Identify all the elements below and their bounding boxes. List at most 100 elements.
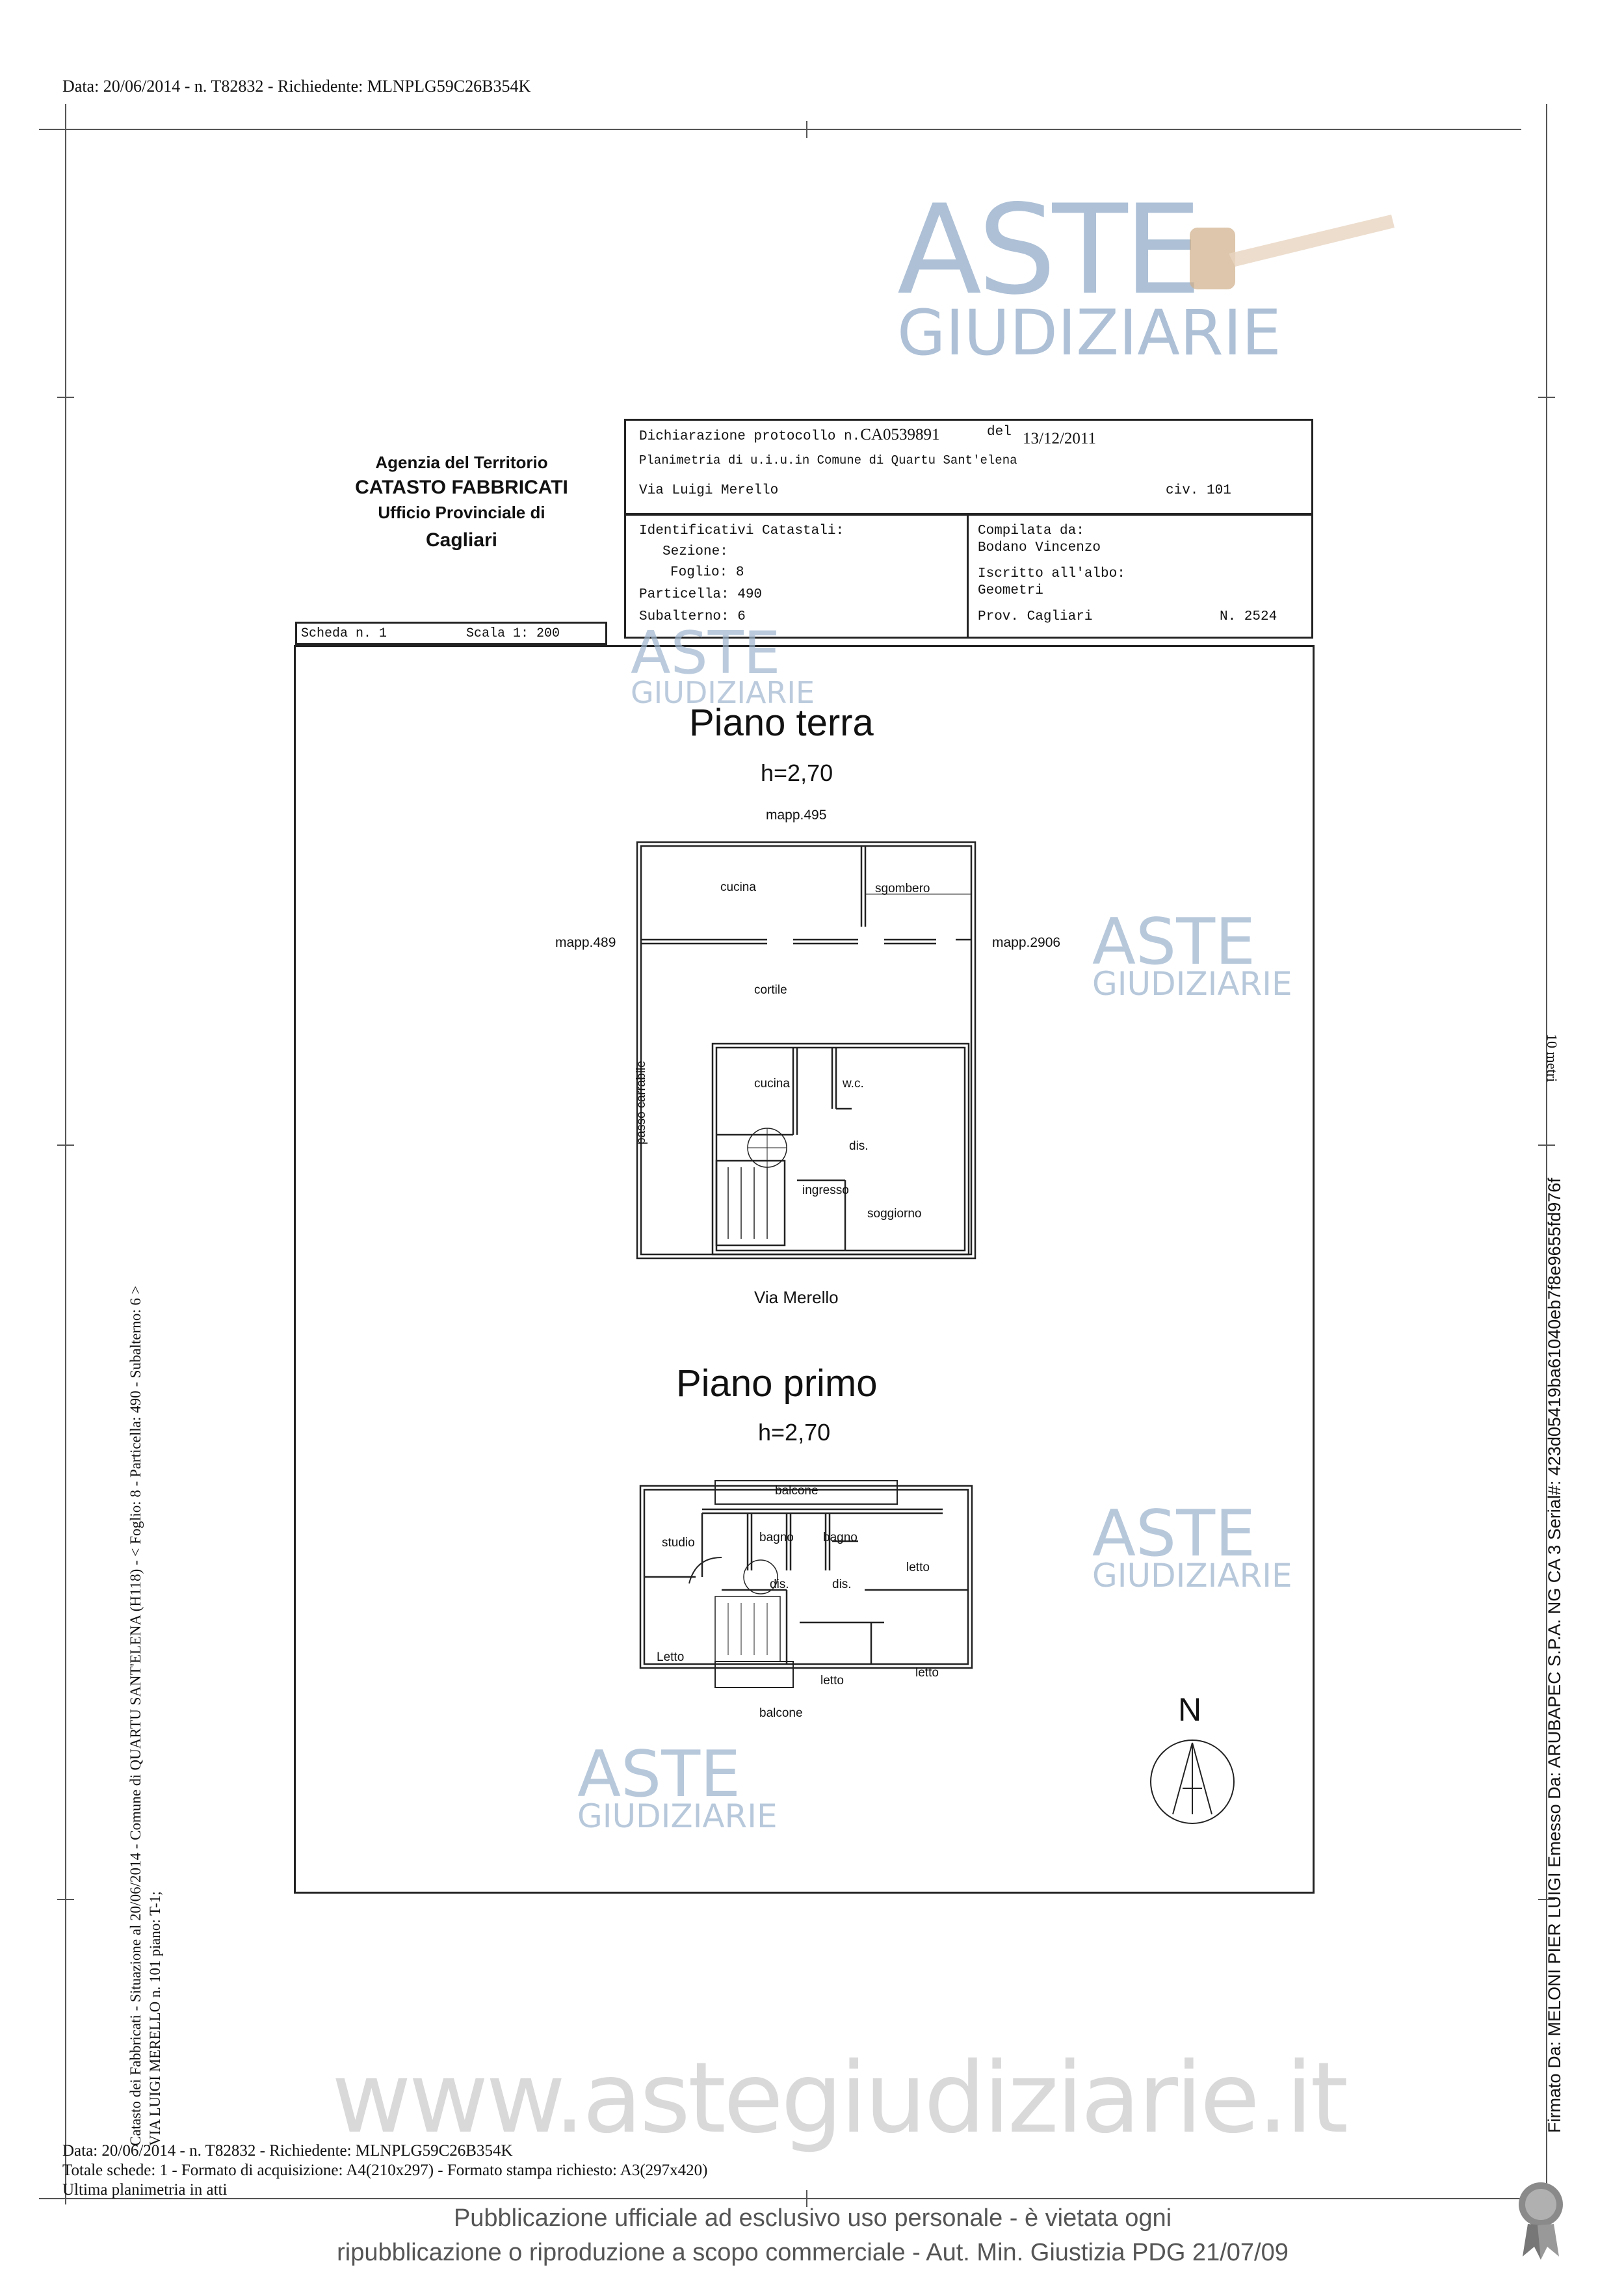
identifiers-box: Identificativi Catastali: Sezione: Fogli… (624, 514, 969, 639)
tick (806, 121, 807, 138)
publication-notice: Pubblicazione ufficiale ad esclusivo uso… (260, 2204, 1365, 2267)
compiled-by-label: Compilata da: (978, 523, 1084, 538)
room-letto-right-2: letto (915, 1666, 939, 1680)
tick (1538, 1144, 1555, 1146)
office-label: Ufficio Provinciale di (378, 503, 545, 522)
watermark-aste: ASTE (897, 178, 1202, 322)
watermark-aste: ASTE (577, 1738, 741, 1812)
office-city: Cagliari (425, 529, 498, 551)
watermark-aste: ASTE (1092, 905, 1256, 979)
civic-number: civ. 101 (1166, 483, 1231, 498)
room-bagno-2: bagno (823, 1531, 858, 1544)
scheda-number: Scheda n. 1 (301, 626, 387, 641)
ground-floor-plan (636, 841, 976, 1260)
protocol-date: 13/12/2011 (1023, 430, 1096, 447)
ground-floor-height: h=2,70 (761, 760, 833, 786)
north-neighbor: mapp.495 (766, 808, 827, 823)
planimetria-text: Planimetria di u.i.u.in Comune di Quartu… (639, 453, 1017, 468)
left-margin-line-2: VIA LUIGI MERELLO n. 101 piano: T-1; (147, 1891, 163, 2146)
frame-top (39, 129, 1521, 130)
protocol-row: Dichiarazione protocollo n.CA0539891 (639, 426, 940, 444)
watermark-giudiziarie: GIUDIZIARIE (897, 297, 1281, 369)
registry-name: Geometri (978, 583, 1043, 598)
watermark-right-1: ASTE GIUDIZIARIE (1092, 910, 1292, 1000)
watermark-giudiziarie: GIUDIZIARIE (1092, 1557, 1292, 1594)
street-label: Via Merello (754, 1288, 839, 1307)
room-letto-mid: letto (820, 1674, 844, 1687)
room-dis: dis. (849, 1139, 869, 1153)
particella: Particella: 490 (639, 587, 763, 602)
room-letto-left: Letto (657, 1650, 685, 1664)
room-ingresso: ingresso (802, 1184, 849, 1197)
foglio: Foglio: 8 (670, 565, 744, 580)
footer-line-3: Ultima planimetria in atti (62, 2181, 228, 2199)
publication-line-2: ripubblicazione o riproduzione a scopo c… (337, 2239, 1289, 2266)
declaration-box: Dichiarazione protocollo n.CA0539891 del… (624, 419, 1313, 515)
left-margin-line-1: Catasto dei Fabbricati - Situazione al 2… (127, 1286, 144, 2146)
first-floor-height: h=2,70 (758, 1419, 831, 1446)
site-watermark: www.astegiudiziarie.it (332, 2042, 1348, 2155)
province: Prov. Cagliari (978, 609, 1093, 624)
watermark-top: ASTE GIUDIZIARIE (897, 178, 1281, 369)
watermark-small-1: ASTE GIUDIZIARIE (631, 624, 815, 708)
room-cucina: cucina (754, 1077, 790, 1091)
agency-block: Agenzia del Territorio CATASTO FABBRICAT… (319, 453, 605, 551)
sezione: Sezione: (662, 544, 728, 559)
watermark-right-2: ASTE GIUDIZIARIE (1092, 1502, 1292, 1592)
room-wc: w.c. (843, 1077, 864, 1091)
tick (806, 2190, 807, 2207)
room-soggiorno: soggiorno (867, 1207, 922, 1221)
north-label: N (1178, 1691, 1202, 1728)
publication-line-1: Pubblicazione ufficiale ad esclusivo uso… (453, 2204, 1172, 2232)
watermark-giudiziarie: GIUDIZIARIE (631, 675, 815, 710)
tick (1538, 397, 1555, 398)
watermark-aste: ASTE (631, 619, 781, 687)
watermark-giudiziarie: GIUDIZIARIE (1092, 965, 1292, 1003)
room-balcone-top: balcone (775, 1484, 819, 1498)
frame-bottom (39, 2198, 1521, 2199)
gavel-icon (1190, 215, 1395, 289)
room-balcone-bottom: balcone (759, 1706, 803, 1720)
registered-label: Iscritto all'albo: (978, 566, 1125, 581)
room-cortile: cortile (754, 983, 787, 997)
tick (57, 1899, 74, 1900)
east-neighbor: mapp.2906 (992, 935, 1061, 950)
room-bagno-1: bagno (759, 1531, 794, 1544)
identifiers-title: Identificativi Catastali: (639, 523, 845, 538)
watermark-aste: ASTE (1092, 1497, 1256, 1571)
signature-line: Firmato Da: MELONI PIER LUIGI Emesso Da:… (1545, 1178, 1564, 2133)
west-neighbor: mapp.489 (555, 935, 616, 950)
compiler-box: Compilata da: Bodano Vincenzo Iscritto a… (967, 514, 1313, 639)
subalterno: Subalterno: 6 (639, 609, 746, 624)
protocol-number: CA0539891 (860, 426, 940, 443)
first-floor-plan (639, 1480, 973, 1688)
scale-label: Scala 1: 200 (466, 626, 560, 641)
room-dis-1: dis. (770, 1578, 789, 1591)
watermark-giudiziarie: GIUDIZIARIE (577, 1797, 778, 1835)
scheda-box: Scheda n. 1 Scala 1: 200 (295, 622, 607, 645)
footer-line-2: Totale schede: 1 - Formato di acquisizio… (62, 2162, 708, 2179)
tick (57, 1144, 74, 1146)
room-passo-carrabile: passo carrabile (635, 1061, 648, 1144)
tick (57, 397, 74, 398)
compiler-name: Bodano Vincenzo (978, 540, 1101, 555)
room-sgombero: sgombero (875, 882, 930, 895)
tick (1538, 1899, 1555, 1900)
del-label: del (987, 425, 1012, 440)
protocol-label: Dichiarazione protocollo n. (639, 429, 861, 444)
watermark-left-bottom: ASTE GIUDIZIARIE (577, 1743, 778, 1833)
ground-floor-title: Piano terra (689, 702, 874, 744)
room-letto-right: letto (906, 1561, 930, 1574)
footer-line-1: Data: 20/06/2014 - n. T82832 - Richieden… (62, 2142, 513, 2160)
catasto-title: CATASTO FABBRICATI (355, 477, 568, 498)
frame-right (1546, 104, 1547, 2204)
drawing-frame (294, 645, 1315, 1894)
address-text: Via Luigi Merello (639, 483, 779, 498)
north-arrow-icon (1150, 1740, 1235, 1824)
room-cucina-top: cucina (720, 880, 756, 894)
header-line: Data: 20/06/2014 - n. T82832 - Richieden… (62, 77, 531, 96)
registry-number: N. 2524 (1220, 609, 1277, 624)
room-studio: studio (662, 1536, 695, 1550)
room-dis-2: dis. (832, 1578, 852, 1591)
frame-left (65, 104, 66, 2204)
